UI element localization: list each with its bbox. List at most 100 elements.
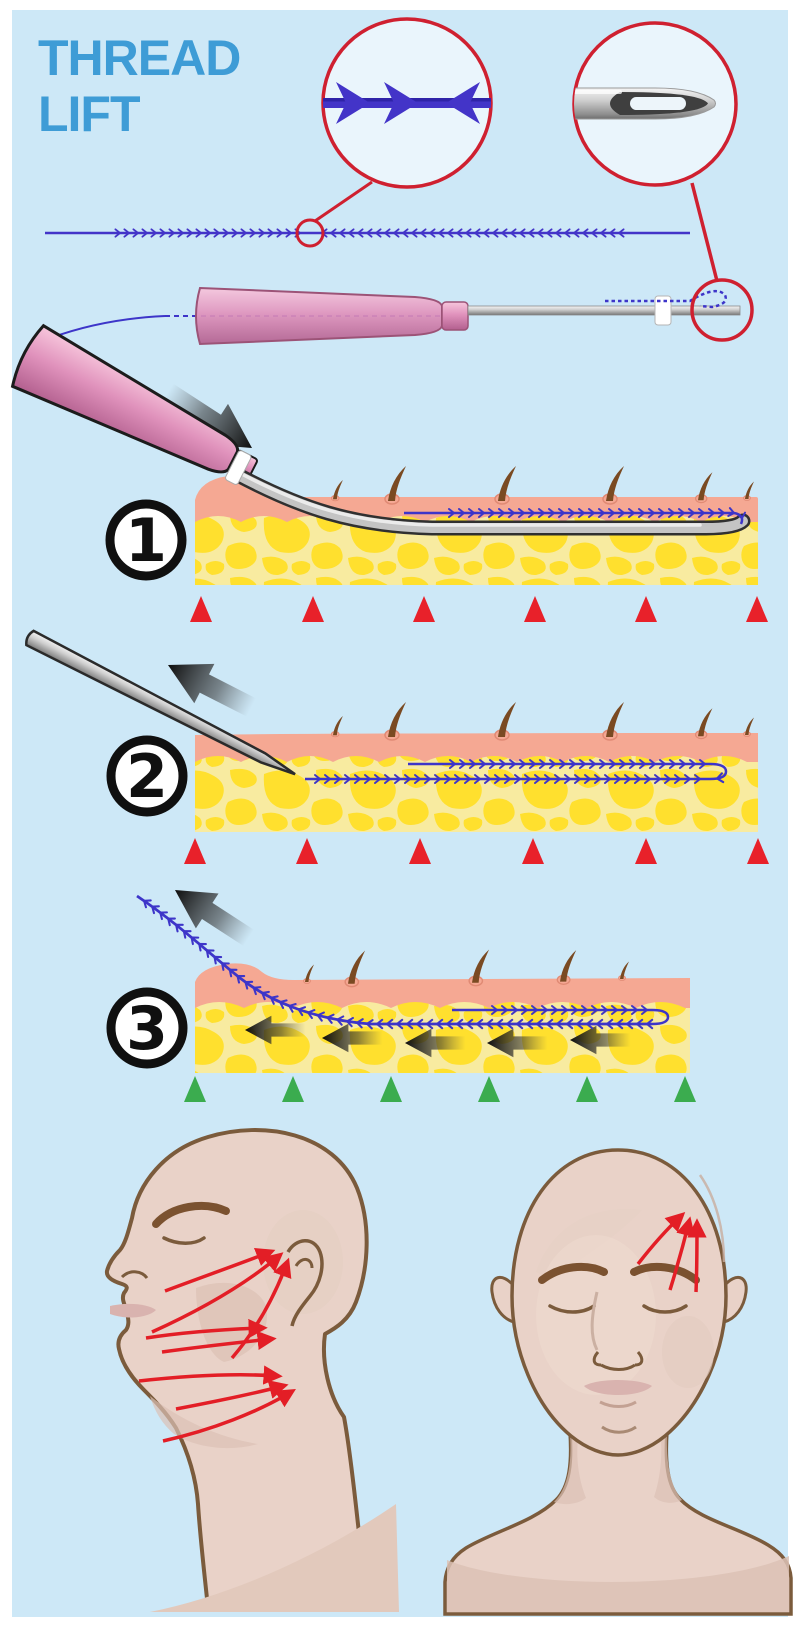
red-marker (524, 596, 546, 622)
chin-crease (601, 1425, 637, 1434)
cannula-needle (39, 278, 754, 346)
lift-arrow (164, 1247, 276, 1293)
profile-shoulder (150, 1504, 399, 1612)
left-closed-eye (548, 1304, 596, 1314)
jaw-shading (150, 1396, 258, 1449)
needle-eye-hole (630, 97, 686, 110)
green-marker (674, 1076, 696, 1102)
red-marker (302, 596, 324, 622)
depth-stopper (225, 450, 252, 485)
thread-loop-end (651, 1008, 670, 1026)
title-line-2: LIFT (38, 86, 141, 142)
red-marker (746, 596, 768, 622)
detail-circle (690, 278, 754, 342)
needle-tip-magnifier (572, 21, 738, 187)
lift-arrow (161, 1330, 277, 1354)
tissue-cross-section-1 (195, 450, 758, 585)
red-marker (635, 838, 657, 864)
left-nostril (592, 1351, 602, 1367)
lift-arrow (175, 1380, 289, 1411)
barbed-thread (45, 218, 690, 248)
thread-barbs (314, 774, 702, 784)
barbed-thread-zoom (323, 82, 491, 124)
barb (384, 82, 418, 124)
temple-highlight (263, 1210, 343, 1314)
nose-shadow (590, 1291, 599, 1351)
green-marker (184, 1076, 206, 1102)
left-eyebrow (538, 1262, 608, 1284)
tissue-cross-section-2 (195, 701, 758, 832)
hair (618, 961, 630, 981)
green-marker (380, 1076, 402, 1102)
right-closed-eye (642, 1304, 688, 1314)
lift-arrow (138, 1365, 283, 1385)
lift-arrow (230, 1257, 292, 1360)
cheek-highlight (662, 1316, 714, 1388)
step-1-badge: 1 (105, 499, 187, 581)
depth-stopper (654, 295, 672, 326)
lift-direction-arrows-profile (138, 1247, 296, 1443)
lift-points-row-green (184, 1076, 696, 1102)
tissue-cross-section-3 (195, 948, 690, 1073)
title-line-1: THREAD (38, 30, 241, 86)
pull-direction-arrow (163, 872, 261, 956)
detail-circle (295, 218, 325, 248)
needle-shaft (467, 305, 741, 316)
red-marker (413, 596, 435, 622)
red-marker (635, 596, 657, 622)
red-marker (522, 838, 544, 864)
right-nostril (634, 1351, 644, 1367)
red-marker (296, 838, 318, 864)
lift-arrow (145, 1318, 268, 1340)
red-marker (184, 838, 206, 864)
profile-head (104, 1128, 384, 1610)
thread-barbs (114, 228, 625, 238)
green-marker (478, 1076, 500, 1102)
neck-shade-left (554, 1434, 586, 1505)
thread-barbs (715, 772, 725, 784)
thread-barbs (491, 1005, 649, 1015)
right-ear (722, 1276, 748, 1324)
lips (584, 1380, 652, 1395)
needle-tip-zoom (574, 87, 716, 120)
step-number: 1 (125, 506, 167, 576)
withdrawing-needle (25, 629, 296, 776)
face-highlight (536, 1235, 656, 1395)
lower-lip-line (599, 1400, 637, 1408)
red-marker (747, 838, 769, 864)
step-2-illustration: 2 (25, 629, 769, 864)
lift-direction-arrows-brow (636, 1212, 707, 1293)
step-number: 2 (126, 742, 168, 812)
barb (490, 82, 491, 124)
red-marker (190, 596, 212, 622)
closed-eye (162, 1236, 206, 1245)
thread-barbs (142, 899, 654, 1030)
lift-arrow (687, 1218, 707, 1293)
chest-shading (447, 1556, 789, 1612)
inserted-cannula (228, 466, 751, 536)
step-2-badge: 2 (106, 735, 188, 817)
thread-barbs (448, 507, 747, 520)
barb (336, 82, 370, 124)
red-marker (409, 838, 431, 864)
front-face-diagram (443, 1148, 793, 1616)
barb (446, 82, 480, 124)
step-3-illustration: 3 (106, 872, 696, 1102)
left-ear (490, 1276, 516, 1324)
profile-face-diagram (104, 1128, 399, 1612)
eyebrow (152, 1201, 230, 1228)
nostril (120, 1270, 149, 1279)
lips (110, 1303, 156, 1318)
forehead-contour (698, 1174, 726, 1263)
hub (195, 286, 443, 346)
magnifier-callouts (314, 180, 719, 282)
page-title: THREAD LIFT (38, 30, 241, 142)
lift-arrow (151, 1252, 284, 1334)
hub-collar (441, 301, 469, 331)
barbed-thread-magnifier (321, 17, 493, 189)
green-marker (282, 1076, 304, 1102)
ear (286, 1239, 324, 1327)
thread-barbs (449, 759, 707, 769)
inner-ear (294, 1258, 314, 1269)
